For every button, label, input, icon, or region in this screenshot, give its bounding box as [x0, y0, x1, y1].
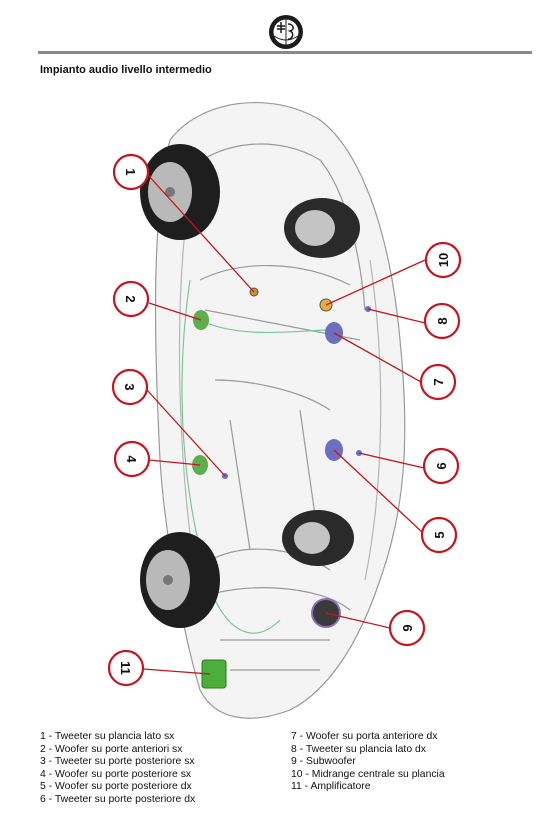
- page-title: Impianto audio livello intermedio: [40, 64, 212, 76]
- legend-right: 7 - Woofer su porta anteriore dx 8 - Twe…: [291, 731, 445, 794]
- callout-3: 3: [122, 383, 137, 390]
- callout-2: 2: [123, 295, 138, 302]
- legend-item-9: 9 - Subwoofer: [291, 756, 356, 768]
- page-header: [0, 0, 552, 60]
- legend-item-3: 3 - Tweeter su porte posteriore sx: [40, 756, 195, 768]
- legend-item-8: 8 - Tweeter su plancia lato dx: [291, 743, 426, 755]
- callout-leaders: [142, 174, 426, 675]
- legend-item-11: 11 - Amplificatore: [291, 781, 371, 793]
- callout-4: 4: [124, 455, 139, 463]
- legend-left: 1 - Tweeter su plancia lato sx 2 - Woofe…: [40, 731, 195, 807]
- callout-labels: 1 2 3 4 5 6 7 8 9 10 11: [118, 168, 451, 674]
- callout-10: 10: [436, 253, 451, 267]
- legend-item-6: 6 - Tweeter su porte posteriore dx: [40, 793, 196, 805]
- callout-11: 11: [118, 661, 133, 675]
- rear-left-wheel: [140, 532, 220, 628]
- front-right-wheel: [284, 198, 360, 258]
- legend-item-7: 7 - Woofer su porta anteriore dx: [291, 731, 438, 742]
- callout-9: 9: [400, 624, 415, 631]
- callout-7: 7: [431, 378, 446, 385]
- legend-item-2: 2 - Woofer su porte anteriori sx: [40, 743, 183, 755]
- callout-5: 5: [432, 531, 447, 538]
- legend-item-1: 1 - Tweeter su plancia lato sx: [40, 731, 175, 742]
- car-audio-diagram: 1 2 3 4 5 6 7 8 9 10 11: [107, 102, 462, 719]
- legend-item-4: 4 - Woofer su porte posteriore sx: [40, 768, 192, 780]
- callout-8: 8: [435, 317, 450, 324]
- rear-right-wheel: [282, 510, 354, 566]
- legend-item-5: 5 - Woofer su porte posteriore dx: [40, 781, 192, 793]
- front-left-wheel: [140, 144, 220, 240]
- callout-circles: [107, 153, 462, 687]
- callout-6: 6: [434, 462, 449, 469]
- legend-item-10: 10 - Midrange centrale su plancia: [291, 768, 445, 780]
- callout-1: 1: [123, 168, 138, 175]
- alfa-romeo-logo-icon: [269, 15, 303, 49]
- header-rule: [38, 51, 532, 54]
